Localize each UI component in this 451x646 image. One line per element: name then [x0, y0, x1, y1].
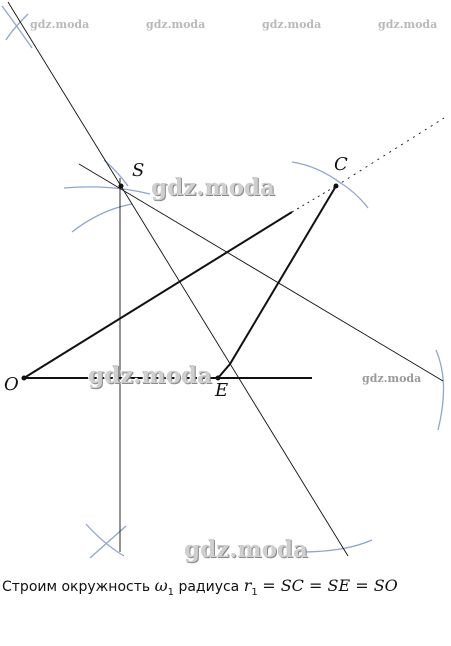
label-c: C	[334, 154, 348, 175]
arc-top-left	[1, 5, 33, 49]
dotted-ray-mid	[291, 185, 337, 213]
line-through-s-long	[7, 1, 349, 557]
watermark-big-upper: gdz.moda	[151, 174, 275, 201]
construction-arcs	[1, 5, 445, 559]
arc-c-right	[335, 179, 369, 209]
point-s	[118, 183, 124, 189]
arc-right	[435, 349, 445, 431]
watermark-top-4: gdz.moda	[378, 18, 438, 31]
dotted-ray-c	[335, 117, 445, 187]
caption-text-middle: радиуса	[178, 579, 240, 595]
radius-symbol: r	[243, 576, 252, 595]
segment-e-c	[217, 185, 337, 379]
arc-bottom-right	[299, 539, 373, 553]
point-o	[21, 375, 27, 381]
label-o: O	[4, 374, 19, 395]
arc-s-lower	[71, 203, 133, 233]
point-e	[215, 375, 221, 381]
line-sc-extended	[78, 163, 444, 382]
watermark-big-lower: gdz.moda	[184, 536, 308, 563]
construction-caption: Строим окружность ω1 радиуса r1 = SC = S…	[2, 576, 451, 598]
watermark-side: gdz.moda	[362, 372, 422, 385]
arc-top-left-2	[5, 13, 29, 41]
arc-bottom-left-2	[89, 525, 127, 559]
point-c	[333, 183, 339, 189]
segment-o-ray	[23, 211, 293, 379]
radius-equation: = SC = SE = SO	[262, 576, 398, 595]
watermark-top-1: gdz.moda	[30, 18, 90, 31]
watermark-top-3: gdz.moda	[262, 18, 322, 31]
watermark-big-middle: gdz.moda	[88, 362, 212, 389]
radius-subscript: 1	[251, 586, 258, 598]
main-segments	[23, 185, 337, 379]
omega-symbol: ω	[154, 576, 168, 595]
points	[21, 183, 339, 381]
caption-text-before: Строим окружность	[2, 579, 151, 595]
arc-s-left	[63, 186, 151, 195]
arc-bottom-left-1	[85, 523, 125, 557]
label-s: S	[132, 160, 145, 181]
watermark-top-2: gdz.moda	[146, 18, 206, 31]
omega-subscript: 1	[167, 586, 174, 598]
construction-lines	[7, 1, 445, 557]
label-e: E	[215, 380, 229, 401]
